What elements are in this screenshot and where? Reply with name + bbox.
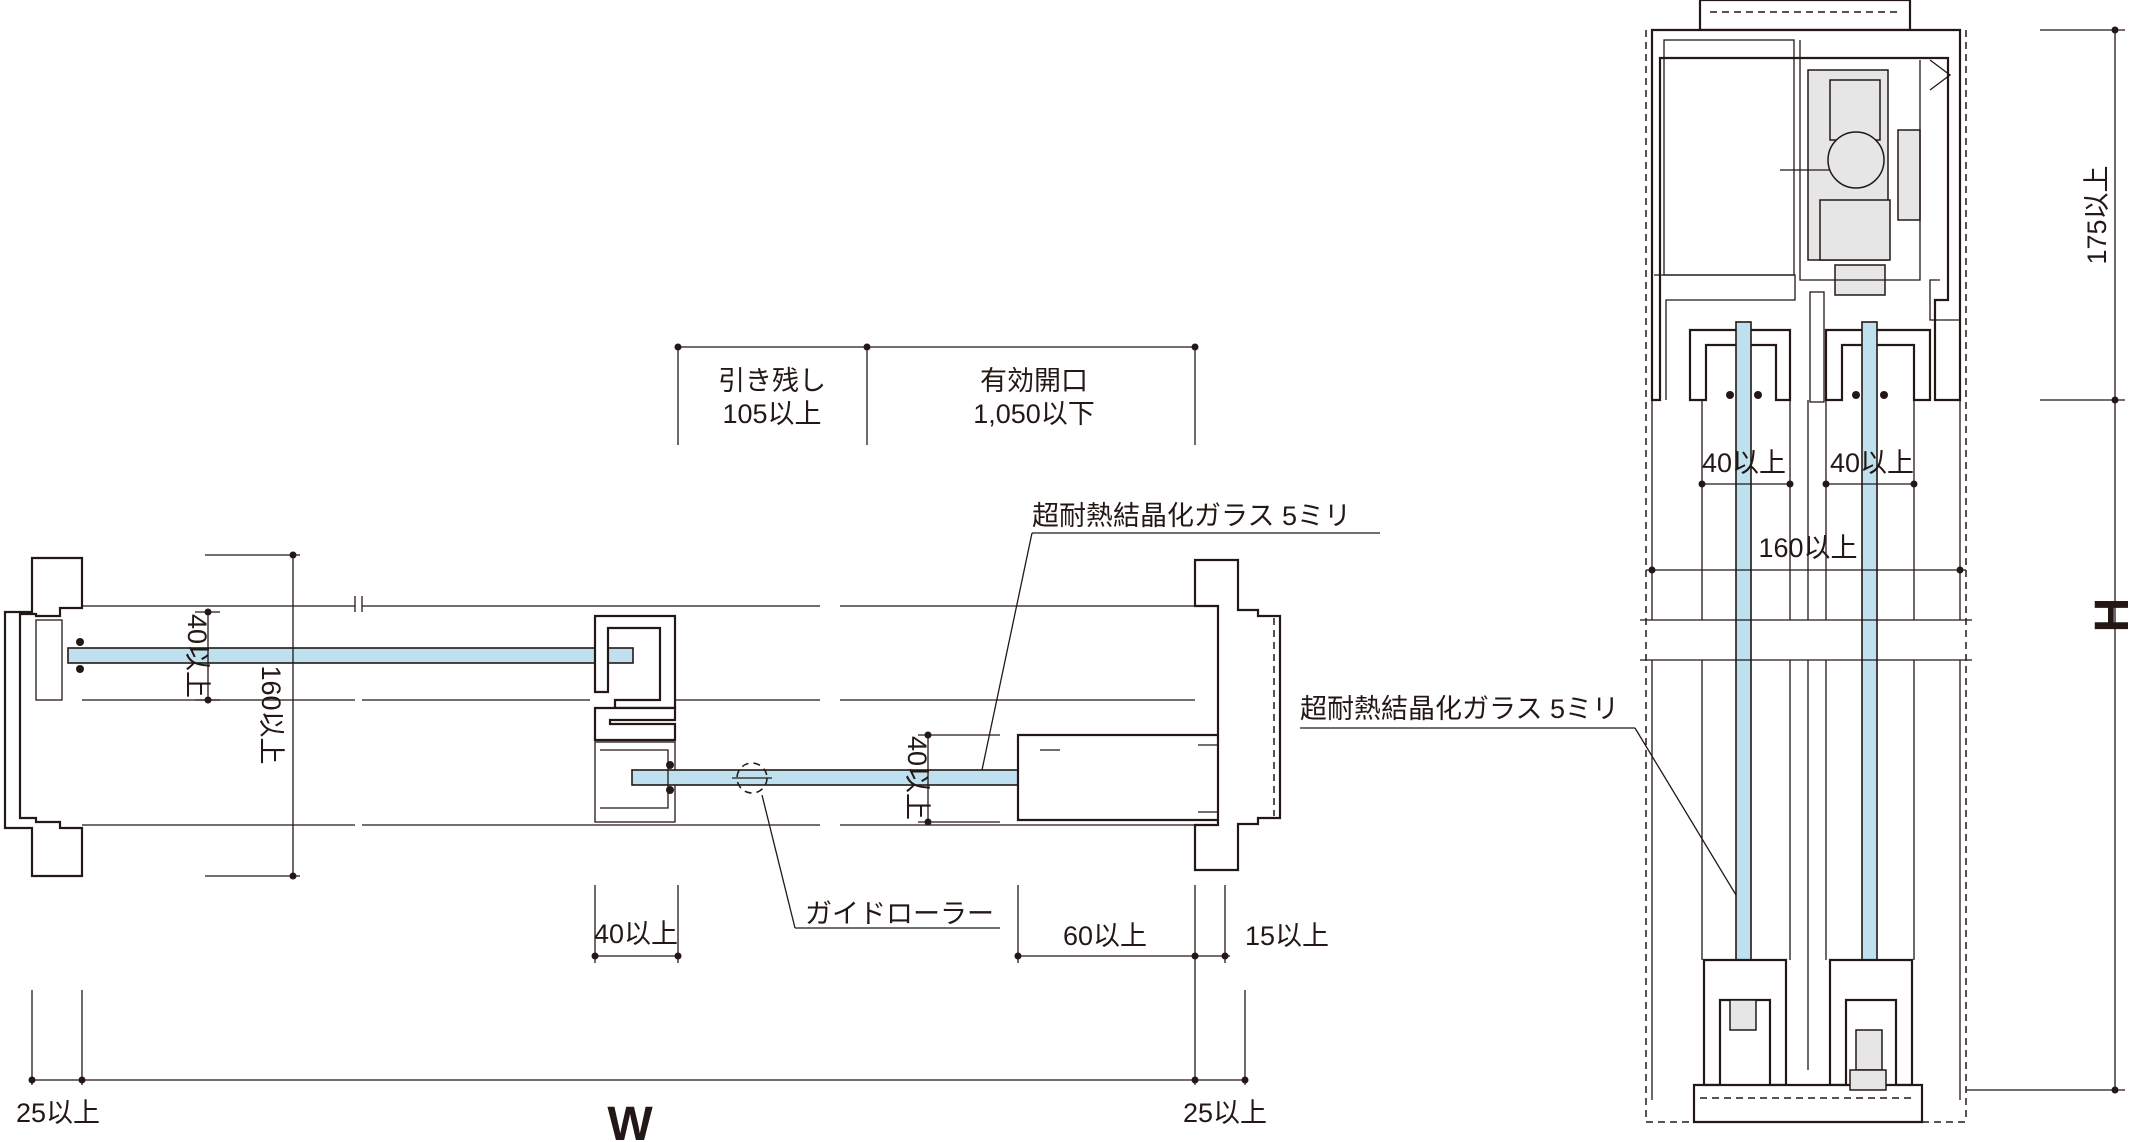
sill [1692, 1083, 1924, 1124]
plan-view: 引き残し 105以上 有効開口 1,050以下 超耐熱結晶化ガラス 5ミリ 40… [3, 343, 1380, 1142]
dim-height: H [1966, 400, 2130, 1094]
svg-text:60以上: 60以上 [1063, 921, 1147, 951]
opening-value: 1,050以下 [973, 399, 1095, 429]
svg-text:25以上: 25以上 [16, 1098, 100, 1128]
svg-text:160以上: 160以上 [256, 665, 286, 764]
head-channel-right [1824, 328, 1932, 402]
head-frame [1650, 28, 1962, 402]
svg-text:40以上: 40以上 [182, 614, 212, 698]
svg-text:40以上: 40以上 [902, 736, 932, 820]
left-jamb-inner [35, 619, 63, 701]
roller-hanger [1780, 69, 1921, 296]
dim-15: 15以上 [1194, 885, 1329, 1085]
top-dimension: 引き残し 105以上 有効開口 1,050以下 [674, 343, 1199, 445]
dim-40-section: 40以上 40以上 [1698, 448, 1918, 488]
svg-text:15以上: 15以上 [1245, 921, 1329, 951]
dim-40-mid: 40以上 [591, 885, 682, 963]
section-glass-right [1861, 321, 1878, 963]
plan-glass-label: 超耐熱結晶化ガラス 5ミリ [1032, 501, 1351, 531]
svg-text:175以上: 175以上 [2082, 165, 2112, 264]
section-glass-label: 超耐熱結晶化ガラス 5ミリ [1300, 694, 1619, 724]
right-jamb-frame [1193, 558, 1282, 872]
section-glass-left [1735, 321, 1752, 963]
hikinokoshi-title: 引き残し [718, 366, 826, 396]
guide-roller-callout: ガイドローラー [761, 794, 1000, 929]
dim-175: 175以上 [2040, 26, 2125, 404]
dim-160-plan: 160以上 [205, 551, 300, 880]
right-pocket-frame [1016, 733, 1234, 822]
width-symbol: W [607, 1098, 653, 1142]
dim-40-left: 40以上 [182, 608, 220, 704]
dim-40-right-vertical: 40以上 [902, 731, 1000, 826]
svg-text:40以上: 40以上 [594, 919, 678, 949]
opening-title: 有効開口 [980, 366, 1088, 396]
meeting-stile [593, 706, 677, 742]
hikinokoshi-value: 105以上 [722, 399, 821, 429]
dim-60: 60以上 [1014, 885, 1199, 963]
fixed-sash-stile [593, 614, 677, 710]
section-glass-callout: 超耐熱結晶化ガラス 5ミリ [1300, 694, 1737, 896]
guide-roller-label: ガイドローラー [805, 899, 994, 929]
left-jamb-frame [3, 556, 84, 878]
svg-text:25以上: 25以上 [1183, 1098, 1267, 1128]
svg-text:160以上: 160以上 [1758, 533, 1857, 563]
glass-callout: 超耐熱結晶化ガラス 5ミリ [981, 501, 1380, 771]
fixed-glass-pane [67, 647, 634, 664]
sliding-glass-pane [631, 769, 1033, 786]
svg-text:40以上: 40以上 [1830, 448, 1914, 478]
section-view: 175以上 H 40以上 40以上 160以上 [1300, 0, 2130, 1124]
head-cap [1698, 0, 1912, 32]
svg-text:40以上: 40以上 [1702, 448, 1786, 478]
height-symbol: H [2086, 598, 2130, 633]
dim-160-section: 160以上 [1646, 533, 1966, 574]
dim-overall-width: 25以上 25以上 W [16, 990, 1267, 1142]
head-box [1663, 39, 1795, 276]
